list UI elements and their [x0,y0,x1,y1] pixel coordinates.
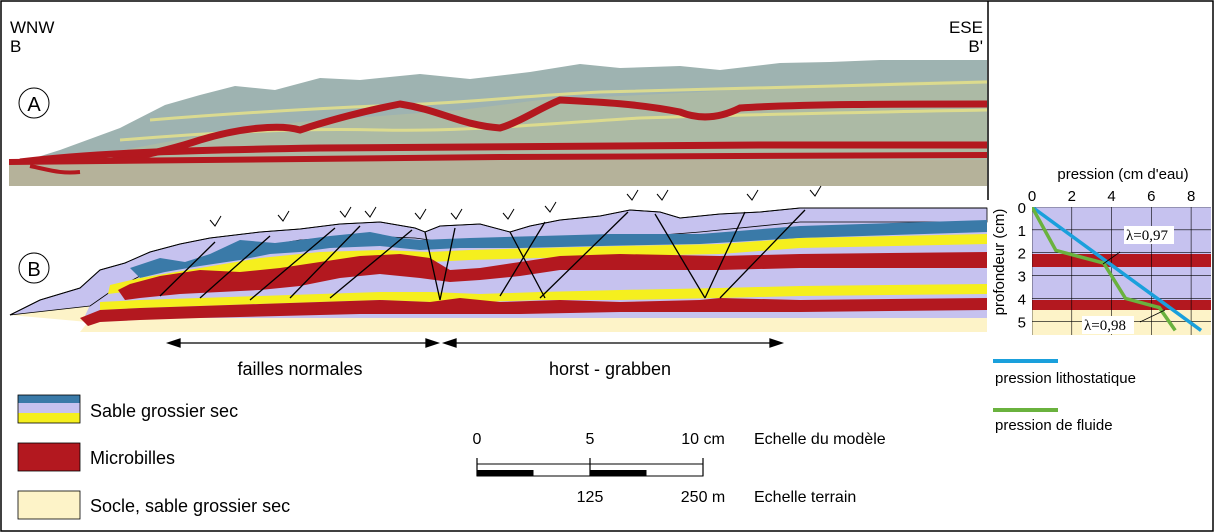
fault-tick [450,208,463,220]
fault-tick [277,210,290,222]
panel-a-badge [18,87,50,119]
panel-b-cross-section [9,185,988,332]
fault-tick [656,189,669,201]
model-scale-label: Echelle du modèle [754,431,886,448]
x-tick-label: 4 [1107,188,1115,205]
chart-x-title: pression (cm d'eau) [1057,166,1188,183]
fault-tick [339,206,352,218]
field-tick-125: 125 [577,489,604,506]
scale-tick-0: 0 [473,431,482,448]
fault-line [329,229,413,299]
scale-tick-10cm: 10 cm [681,431,725,448]
legend-label-sand: Sable grossier sec [90,401,238,421]
y-tick-label: 5 [1018,314,1026,331]
zone-arrows [165,338,785,348]
fault-tick [364,206,377,218]
legend-item-basement: Socle, sable grossier sec [17,490,290,520]
legend-label-microbeads: Microbilles [90,448,175,468]
panel-a-label: A [27,94,41,116]
fault-line [439,227,456,301]
legend-item-microbeads: Microbilles [17,442,175,472]
fault-line [654,213,706,299]
fault-line [289,225,361,299]
left-direction-label: WNW [10,18,54,37]
chart-microbead-band [1032,300,1211,310]
fault-line [719,209,806,299]
fault-tick [809,185,822,197]
microbead-layer-basal [80,298,987,326]
fault-line [704,211,746,299]
y-tick-label: 3 [1018,269,1026,286]
lithostatic-legend-label: pression lithostatique [995,370,1136,387]
fault-line [159,241,216,297]
field-tick-250m: 250 m [681,489,725,506]
fault-line [509,231,546,299]
y-tick-label: 1 [1018,223,1026,240]
fluid-legend-label: pression de fluide [995,417,1113,434]
x-tick-label: 8 [1187,188,1195,205]
panel-b-badge [18,252,50,284]
x-tick-label: 0 [1028,188,1036,205]
fault-tick [414,208,427,220]
scale-tick-5: 5 [586,431,595,448]
fault-tick [502,208,515,220]
legend-item-sand: Sable grossier sec [17,394,238,424]
panel-b-label: B [27,259,40,281]
blue-marker-layer [130,220,987,278]
normal-faults-label: failles normales [237,359,362,379]
legend: Sable grossier sec Microbilles Socle, sa… [17,394,290,520]
fault-lines [159,209,806,301]
panel-a-model-photo [9,60,987,186]
chart-y-title: profondeur (cm) [991,209,1008,316]
fault-line [249,227,336,301]
x-tick-label: 6 [1147,188,1155,205]
chart-microbead-band [1032,254,1211,267]
chart-ticks: 0 2 4 6 8 0 1 2 3 4 5 [1018,188,1196,331]
right-section-label: B' [968,37,983,56]
right-direction-label: ESE [949,18,983,37]
legend-label-basement: Socle, sable grossier sec [90,496,290,516]
field-scale-label: Echelle terrain [754,489,856,506]
horst-graben-label: horst - grabben [549,359,671,379]
fault-tick [746,189,759,201]
fault-tick [544,201,557,213]
y-tick-label: 0 [1018,200,1026,217]
fault-line [424,231,441,301]
left-section-label: B [10,37,21,56]
lambda-annotation-1: λ=0,97 [1126,228,1168,244]
pressure-depth-chart: pression (cm d'eau) profondeur (cm) 0 2 4 6… [991,166,1211,434]
microbead-layer-upper [118,252,987,300]
fault-tick [209,215,222,227]
lithostatic-pressure-line [1032,207,1203,332]
fault-tick-marks [209,185,822,227]
lambda-annotation-2: λ=0,98 [1084,318,1126,334]
y-tick-label: 2 [1018,246,1026,263]
x-tick-label: 2 [1068,188,1076,205]
fault-line [539,211,629,299]
fault-line [199,235,271,299]
scale-bar: 0 5 10 cm Echelle du modèle 125 250 m Ec… [473,431,886,506]
fault-line [499,221,546,297]
fault-tick [626,189,639,201]
y-tick-label: 4 [1018,291,1026,308]
yellow-sand-layer-lower [100,284,987,310]
